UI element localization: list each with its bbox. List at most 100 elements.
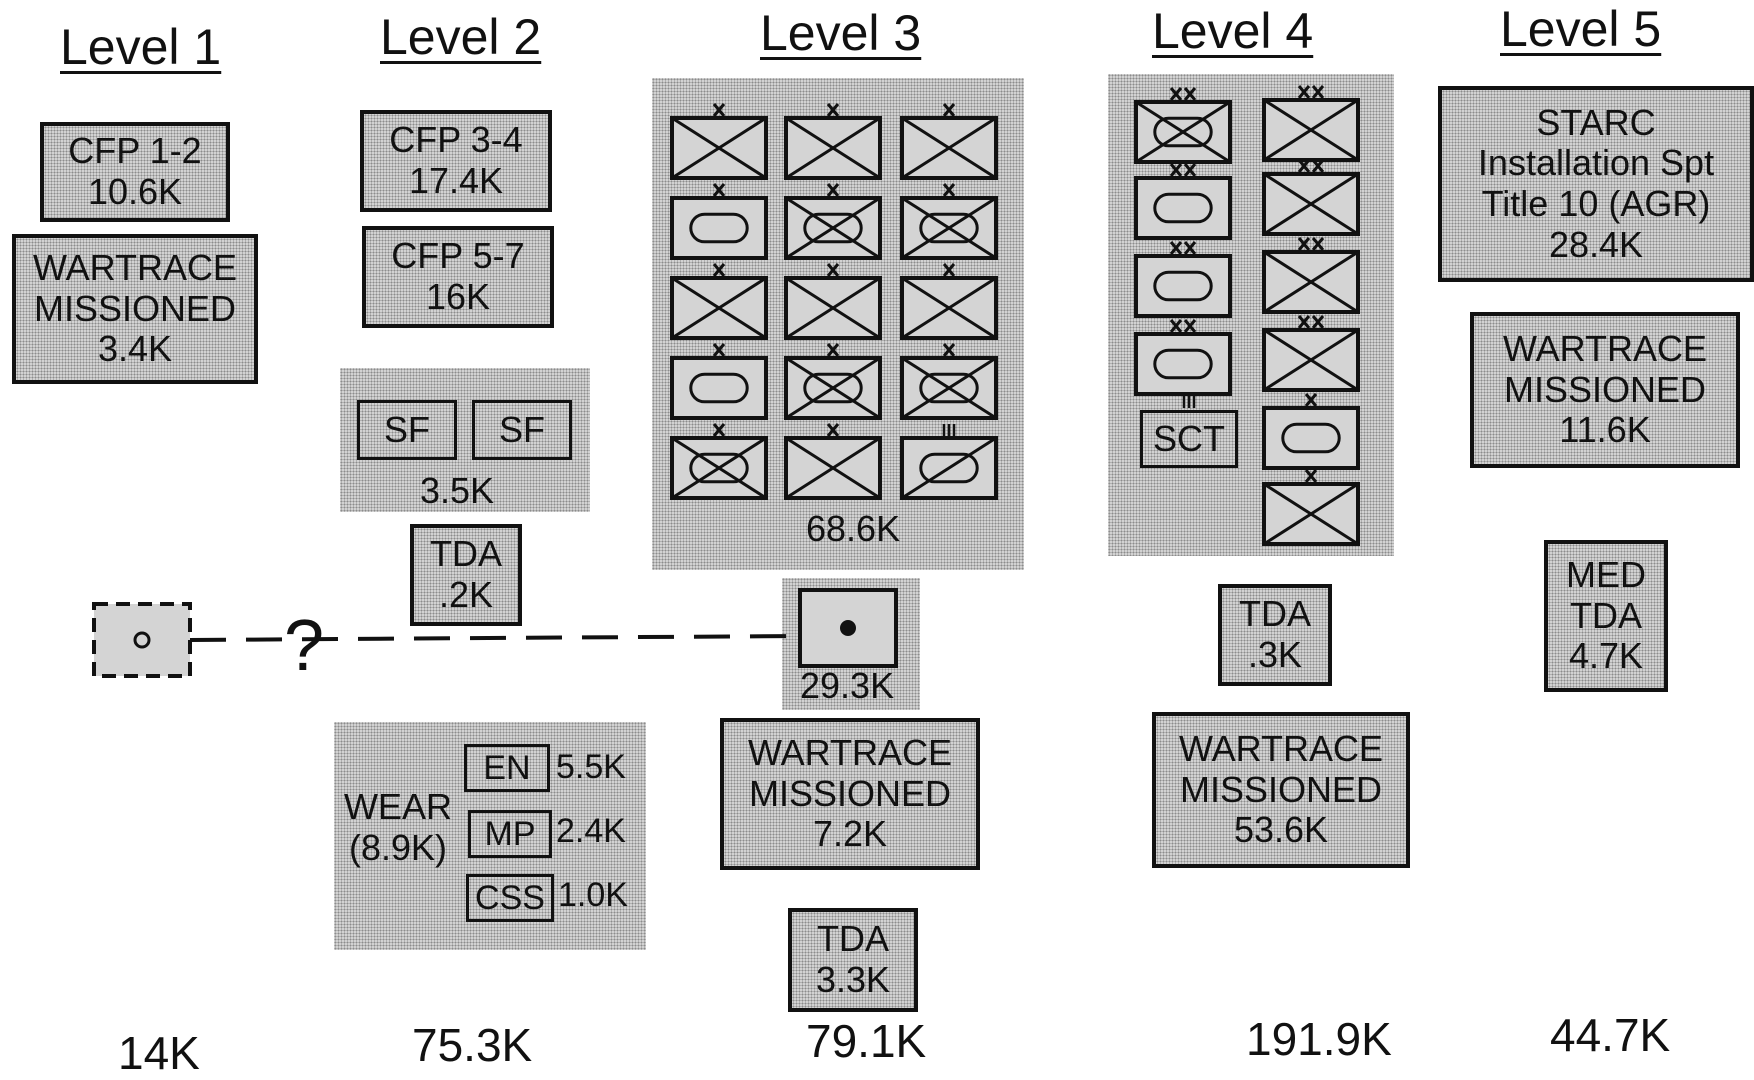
armor-division-icon [1134,332,1232,396]
armor-oval-icon [1153,116,1213,148]
level-2-total: 75.3K [412,1019,533,1071]
armor-brigade-icon [670,356,768,420]
infantry-cross-icon [785,116,881,180]
echelon-mark [1311,85,1325,99]
echelon-mark [942,183,956,197]
wear-css-value: 1.0K [558,876,628,914]
armor-division-icon [1134,176,1232,240]
infantry-cross-icon [1263,482,1359,546]
level-3-total: 79.1K [806,1015,927,1067]
infantry-cross-icon [1263,250,1359,314]
box-line: 17.4K [408,160,504,201]
special-forces-unit-box: SF [472,400,572,460]
armor-brigade-icon [670,196,768,260]
level-4-heading: Level 4 [1152,3,1314,59]
echelon-mark [942,103,956,117]
echelon-mark [712,103,726,117]
infantry-cross-icon [671,116,767,180]
armor-oval-icon [919,212,979,244]
armor-oval-icon [689,372,749,404]
box-line: Title 10 (AGR) [1481,183,1711,224]
box-line: .3K [1247,634,1303,675]
infantry-cross-icon [901,276,997,340]
wear-military-police-tag: MP [468,810,552,858]
armor-oval-icon [1153,192,1213,224]
level-4-tda-box: TDA .3K [1218,584,1332,686]
level-1-cfp-box: CFP 1-2 10.6K [40,122,230,222]
level-3-tda-box: TDA 3.3K [788,908,918,1012]
infantry-cross-icon [901,116,997,180]
wear-label-line: WEAR [344,786,452,827]
echelon-mark [942,343,956,357]
box-line: MISSIONED [33,287,237,329]
level-5-wartrace-box: WARTRACE MISSIONED 11.6K [1470,312,1740,468]
infantry-cross-icon [901,196,997,260]
box-line: 3.3K [815,959,891,1000]
infantry-cross-icon [1263,328,1359,392]
echelon-mark [1311,237,1325,251]
level-3-heading: Level 3 [760,5,922,61]
echelon-mark [1297,237,1311,251]
echelon-mark [1304,393,1318,407]
level-3-wartrace-box: WARTRACE MISSIONED 7.2K [720,718,980,870]
echelon-mark [1183,319,1197,333]
infantry-cross-icon [1135,100,1231,164]
box-line: TDA [1239,593,1311,635]
wear-engineer-value: 5.5K [556,748,626,786]
box-line: TDA [817,918,889,960]
echelon-mark [826,103,840,117]
wear-label: WEAR (8.9K) [344,786,452,869]
box-line: MED [1566,553,1646,595]
armor-oval-icon [1153,270,1213,302]
armor-brigade-icon [1262,406,1360,470]
echelon-mark [826,343,840,357]
armor-oval-icon [1281,422,1341,454]
box-line: 28.4K [1548,223,1644,265]
level-3-hq-box [798,588,898,668]
future-hq-dashed-box [92,602,192,678]
cavalry-slash-icon [901,436,997,500]
box-line: MISSIONED [1179,768,1383,810]
box-line: 10.6K [87,171,183,212]
wear-military-police-value: 2.4K [556,812,626,850]
echelon-mark [1169,163,1183,177]
special-forces-total: 3.5K [420,470,495,511]
infantry-cross-icon [785,356,881,420]
echelon-mark [826,423,840,437]
box-line: CFP 5-7 [391,235,525,277]
echelon-mark [712,263,726,277]
dashed-link-line [189,634,801,642]
question-mark: ? [284,606,324,686]
level-3-units-total: 68.6K [806,508,901,549]
box-line: WARTRACE [747,731,952,773]
level-2-cfp-5-7-box: CFP 5-7 16K [362,226,554,328]
box-line: STARC [1536,101,1656,143]
level-5-total: 44.7K [1550,1009,1671,1061]
hq-dot-icon [840,620,856,636]
echelon-mark [826,263,840,277]
infantry-cross-icon [901,356,997,420]
armor-oval-icon [919,452,979,484]
level-1-heading: Level 1 [60,19,222,75]
box-line: 16K [425,276,491,317]
echelon-mark [1169,87,1183,101]
wear-panel [334,722,646,950]
box-line: MISSIONED [1503,368,1707,410]
armor-oval-icon [803,212,863,244]
infantry-cross-icon [785,276,881,340]
box-line: TDA [430,533,502,575]
box-line: 3.4K [97,328,173,370]
echelon-mark [1297,159,1311,173]
box-line: 53.6K [1233,809,1329,851]
box-line: Installation Spt [1477,142,1715,184]
level-5-heading: Level 5 [1500,1,1662,57]
echelon-mark [1183,163,1197,177]
hq-circle-icon [133,631,151,649]
infantry-cross-icon [785,436,881,500]
armor-division-icon [1134,254,1232,318]
echelon-mark [1183,87,1197,101]
special-forces-unit-box: SF [357,400,457,460]
level-1-wartrace-box: WARTRACE MISSIONED 3.4K [12,234,258,384]
